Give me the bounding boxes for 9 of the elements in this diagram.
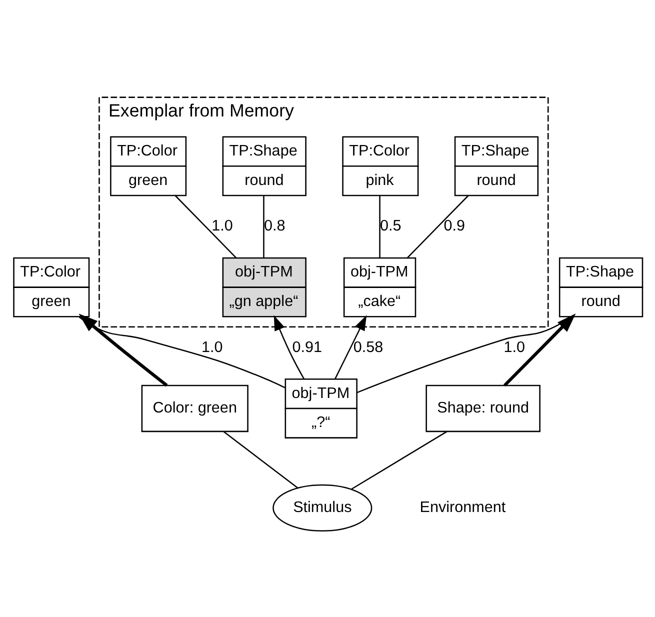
edge-label: 1.0 <box>212 217 233 234</box>
edge-label: 0.9 <box>444 217 466 234</box>
edge-label: 1.0 <box>504 338 525 356</box>
edge-label: 0.91 <box>292 338 322 356</box>
edge-label: 0.8 <box>264 217 286 234</box>
edge-label: 1.0 <box>201 338 223 356</box>
edge-label: 0.5 <box>380 217 402 234</box>
label: Environment <box>420 498 506 516</box>
edge-label: 0.58 <box>353 338 384 356</box>
